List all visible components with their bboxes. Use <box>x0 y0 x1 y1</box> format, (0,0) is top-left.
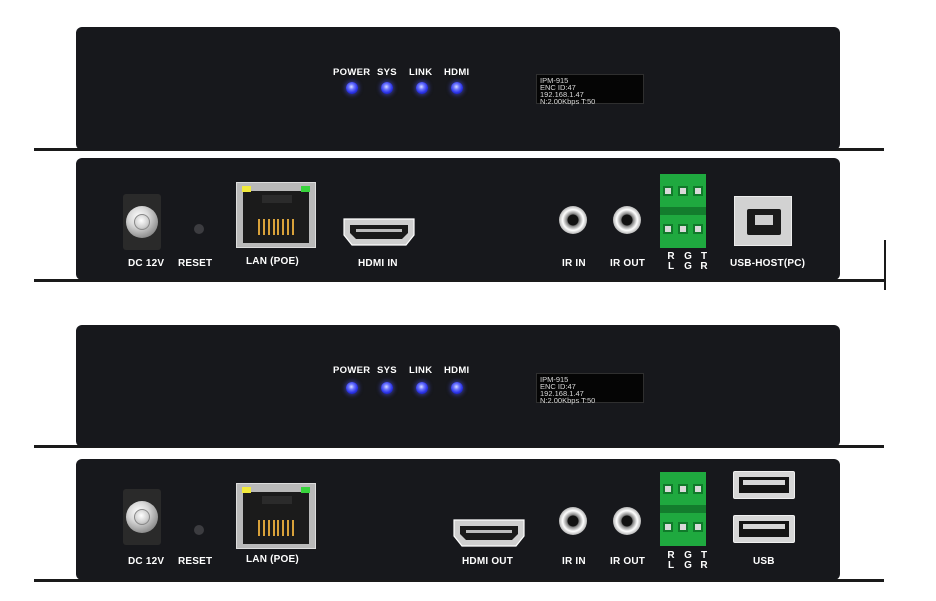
led-label-power: POWER <box>333 365 371 376</box>
led-label-hdmi: HDMI <box>444 67 470 78</box>
link-led-icon <box>416 382 428 394</box>
oled-line-1: IPM-915 <box>540 375 569 384</box>
terminal-block-icon <box>660 472 706 546</box>
terminal-top-t: T <box>700 251 708 262</box>
terminal-bottom-l: L <box>667 261 675 272</box>
usb-host-label: USB-HOST(PC) <box>730 258 806 269</box>
dc-label: DC 12V <box>128 556 165 567</box>
oled-line-4: N:2.00Kbps T:50 <box>540 396 596 405</box>
terminal-top-t: T <box>700 550 708 561</box>
oled-display: IPM-915 ENC ID:47 192.168.1.47 N:2.00Kbp… <box>536 74 644 106</box>
hdmi-out-label: HDMI OUT <box>462 556 514 567</box>
terminal-bottom-r: R <box>700 560 708 571</box>
ir-out-label: IR OUT <box>610 556 646 567</box>
dc-jack-icon <box>123 194 161 250</box>
decoder-front-panel: POWER SYS LINK HDMI IPM-915 ENC ID:47 19… <box>76 325 840 447</box>
sys-led-icon <box>381 382 393 394</box>
reset-label: RESET <box>178 556 213 567</box>
power-led-icon <box>346 82 358 94</box>
edge-marker <box>884 240 886 290</box>
terminal-top-r: R <box>667 550 675 561</box>
led-label-link: LINK <box>409 67 433 78</box>
terminal-bottom-g: G <box>684 560 692 571</box>
led-label-sys: SYS <box>377 365 397 376</box>
ir-in-jack-icon <box>559 206 587 234</box>
usb-a-port-icon-top <box>733 471 795 499</box>
sys-led-icon <box>381 82 393 94</box>
encoder-rear-panel: DC 12V RESET LAN (POE) HDMI IN IR IN IR … <box>76 158 840 280</box>
encoder-front-panel: POWER SYS LINK HDMI IPM-915 ENC ID:47 19… <box>76 27 840 150</box>
ir-out-jack-icon <box>613 507 641 535</box>
decoder-rear-panel: DC 12V RESET LAN (POE) HDMI OUT IR IN IR… <box>76 459 840 580</box>
oled-line-2: ENC ID:47 <box>540 382 576 391</box>
terminal-top-g: G <box>684 550 692 561</box>
decoder-rear-rail <box>34 579 884 582</box>
reset-pinhole-icon <box>194 525 204 535</box>
hdmi-led-icon <box>451 82 463 94</box>
usb-a-port-icon-bottom <box>733 515 795 543</box>
ir-in-label: IR IN <box>562 556 586 567</box>
led-label-sys: SYS <box>377 67 397 78</box>
oled-line-3: 192.168.1.47 <box>540 389 584 398</box>
hdmi-in-port-icon <box>343 218 415 246</box>
terminal-bottom-r: R <box>700 261 708 272</box>
dc-label: DC 12V <box>128 258 165 269</box>
hdmi-in-label: HDMI IN <box>358 258 398 269</box>
dc-jack-icon <box>123 489 161 545</box>
rj45-port-icon <box>236 182 316 248</box>
terminal-top-g: G <box>684 251 692 262</box>
usb-label: USB <box>753 556 775 567</box>
ir-out-label: IR OUT <box>610 258 646 269</box>
reset-pinhole-icon <box>194 224 204 234</box>
oled-line-4: N:2.00Kbps T:50 <box>540 97 596 106</box>
oled-line-2: ENC ID:47 <box>540 83 576 92</box>
led-label-hdmi: HDMI <box>444 365 470 376</box>
lan-label: LAN (POE) <box>246 554 299 565</box>
terminal-bottom-l: L <box>667 560 675 571</box>
ir-out-jack-icon <box>613 206 641 234</box>
terminal-top-r: R <box>667 251 675 262</box>
rj45-port-icon <box>236 483 316 549</box>
lan-label: LAN (POE) <box>246 256 299 267</box>
usb-b-port-icon <box>734 196 792 246</box>
reset-label: RESET <box>178 258 213 269</box>
power-led-icon <box>346 382 358 394</box>
ir-in-label: IR IN <box>562 258 586 269</box>
oled-line-1: IPM-915 <box>540 76 569 85</box>
hdmi-led-icon <box>451 382 463 394</box>
oled-display: IPM-915 ENC ID:47 192.168.1.47 N:2.00Kbp… <box>536 373 644 405</box>
link-led-icon <box>416 82 428 94</box>
terminal-block-icon <box>660 174 706 248</box>
led-label-power: POWER <box>333 67 371 78</box>
ir-in-jack-icon <box>559 507 587 535</box>
terminal-bottom-g: G <box>684 261 692 272</box>
encoder-rear-rail <box>34 279 884 282</box>
oled-line-3: 192.168.1.47 <box>540 90 584 99</box>
hdmi-out-port-icon <box>453 519 525 547</box>
led-label-link: LINK <box>409 365 433 376</box>
